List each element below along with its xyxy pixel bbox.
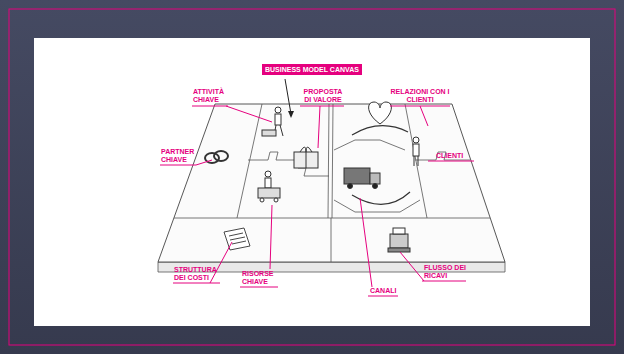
receipt-icon	[224, 228, 250, 250]
cash-register	[388, 228, 410, 252]
white-panel	[34, 38, 590, 326]
activity-figure	[262, 107, 283, 136]
title-arrow	[285, 79, 291, 114]
block-label: PARTNER CHIAVE	[161, 148, 197, 164]
resource-figure	[258, 171, 280, 202]
title-arrowhead	[288, 111, 294, 118]
block-label: STRUTTURA DEI COSTI	[174, 266, 220, 282]
block-label: PROPOSTA DI VALORE	[301, 88, 345, 104]
block-label: CANALI	[370, 287, 400, 295]
block-label: RELAZIONI CON I CLIENTI	[390, 88, 450, 104]
slide-frame	[9, 9, 615, 345]
gift-box	[294, 147, 318, 168]
board-top	[158, 104, 505, 262]
block-label: CLIENTI	[436, 152, 474, 160]
block-label: RISORSE CHIAVE	[242, 270, 280, 286]
block-label: ATTIVITÀ CHIAVE	[193, 88, 231, 104]
board-grid	[174, 104, 490, 262]
leader-lines	[160, 106, 474, 296]
truck-icon	[344, 168, 380, 189]
heart-icon	[369, 102, 392, 124]
relation-arrow	[352, 126, 408, 135]
block-label: FLUSSO DEI RICAVI	[424, 264, 468, 280]
customer-figure	[413, 137, 419, 166]
title-banner: BUSINESS MODEL CANVAS	[262, 64, 362, 75]
